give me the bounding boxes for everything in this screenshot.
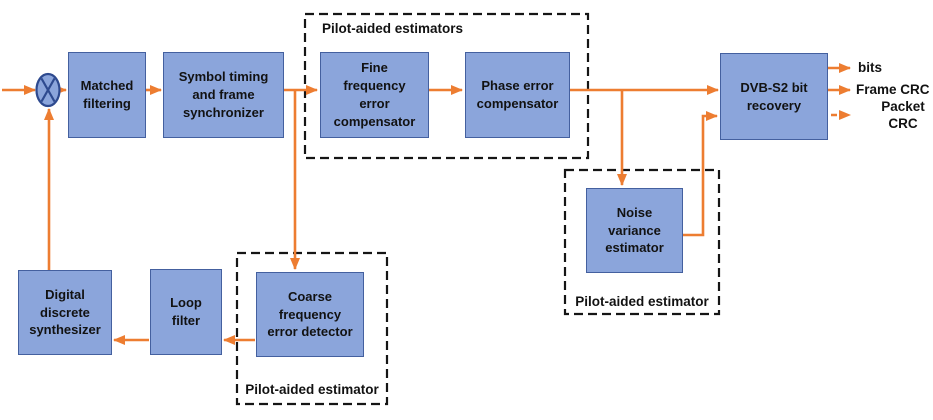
block-label: Phase error compensator — [476, 78, 559, 111]
block-noise-variance-estimator: Noise variance estimator — [586, 188, 683, 273]
block-symbol-timing-frame-synchronizer: Symbol timing and frame synchronizer — [163, 52, 284, 138]
block-coarse-frequency-error-detector: Coarse frequency error detector — [256, 272, 364, 357]
group-pilot-aided-estimator-noise-outline — [563, 168, 721, 316]
multiplier-node — [35, 72, 61, 108]
multiply-icon — [40, 77, 56, 103]
block-label: Digital discrete synthesizer — [29, 286, 101, 338]
group-pilot-aided-estimators-outline — [303, 12, 590, 160]
block-label: DVB-S2 bit recovery — [740, 79, 808, 113]
block-label: Symbol timing and frame synchronizer — [178, 69, 269, 120]
block-label: Fine frequency error compensator — [333, 60, 416, 129]
block-label: Coarse frequency error detector — [267, 288, 353, 340]
block-digital-discrete-synthesizer: Digital discrete synthesizer — [18, 270, 112, 355]
block-phase-error-compensator: Phase error compensator — [465, 52, 570, 138]
group-label-pilot-aided-estimator-coarse: Pilot-aided estimator — [245, 382, 379, 397]
output-label-packet-crc: Packet CRC — [881, 99, 925, 131]
group-label-pilot-aided-estimators: Pilot-aided estimators — [322, 21, 464, 36]
block-label: Loop filter — [170, 295, 202, 328]
block-loop-filter: Loop filter — [150, 269, 222, 355]
block-label: Matched filtering — [80, 78, 134, 111]
group-pilot-aided-estimator-coarse-outline — [235, 251, 389, 406]
output-label-frame-crc: Frame CRC — [856, 82, 930, 97]
wire-noise-to-dvb — [683, 111, 718, 237]
block-matched-filtering: Matched filtering — [68, 52, 146, 138]
block-dvb-s2-bit-recovery: DVB-S2 bit recovery — [720, 53, 828, 140]
block-fine-frequency-error-compensator: Fine frequency error compensator — [320, 52, 429, 138]
output-label-bits: bits — [858, 60, 883, 75]
block-label: Noise variance estimator — [605, 204, 664, 256]
group-label-pilot-aided-estimator-noise: Pilot-aided estimator — [575, 294, 709, 309]
